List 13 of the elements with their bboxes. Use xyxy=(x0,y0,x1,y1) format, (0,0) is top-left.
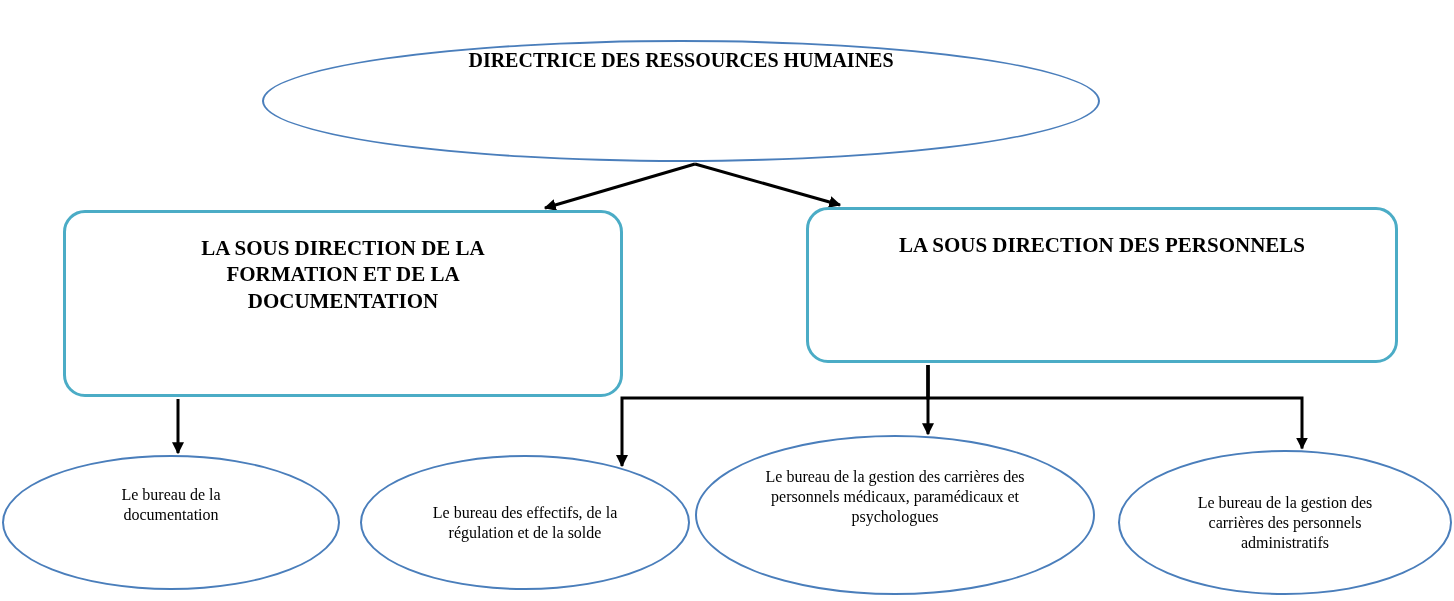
node-label: Le bureau de la gestion des carrières des personnels médicaux, paramédicaux et psychologues xyxy=(764,467,1026,527)
arrow xyxy=(694,162,842,208)
node-label: Le bureau de la gestion des carrières des personnels administratifs xyxy=(1196,492,1374,553)
arrow xyxy=(543,162,696,211)
rounded-box xyxy=(63,210,623,397)
arrow xyxy=(172,399,184,455)
rounded-box xyxy=(806,207,1398,363)
node-label: Le bureau des effectifs, de la régulation et de la solde xyxy=(431,502,619,543)
node-label: Le bureau de la documentation xyxy=(120,485,222,525)
node-label: LA SOUS DIRECTION DES PERSONNELS xyxy=(897,232,1307,259)
node-label: LA SOUS DIRECTION DE LA FORMATION ET DE LA DOCUMENTATION xyxy=(200,235,486,314)
node-label: DIRECTRICE DES RESSOURCES HUMAINES xyxy=(467,48,895,73)
arrow xyxy=(926,365,1308,450)
